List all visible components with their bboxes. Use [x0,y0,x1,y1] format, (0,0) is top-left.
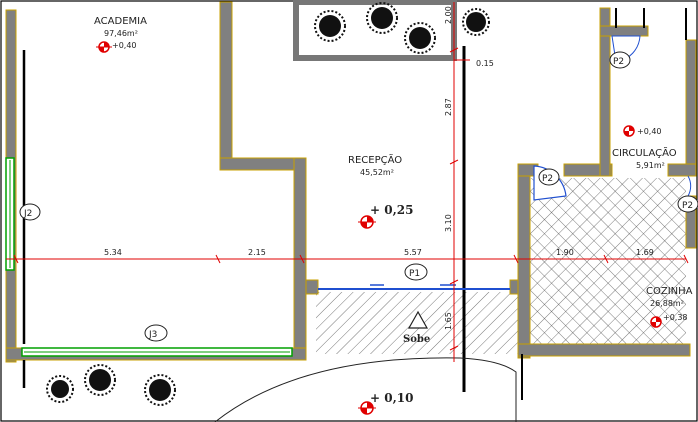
room-academia-name: ACADEMIA [94,16,147,27]
tag-p2-a: P2 [542,174,553,184]
level-circulacao: +0,40 [637,127,662,136]
room-circulacao-area: 5,91m² [636,161,665,170]
room-recepcao-name: RECEPÇÃO [348,153,402,166]
dim-2-00: 2.00 [444,6,453,24]
dim-5-57: 5.57 [404,248,422,257]
level-academia: +0,40 [112,41,137,50]
room-academia-area: 97,46m² [104,29,138,38]
tag-j2: J2 [23,209,32,219]
level-marker-recepcao [358,215,376,229]
shrub-icon [89,369,111,391]
shrub-icon [371,7,393,29]
level-marker-outdoor [358,401,376,415]
level-marker-circulacao [623,125,635,137]
shrub-icon [409,27,431,49]
dim-1-90: 1.90 [556,248,574,257]
walkway-arc [214,357,517,422]
ramp-arrow-icon [407,310,429,329]
dim-2-87: 2.87 [444,98,453,116]
shrub-icon [319,15,341,37]
level-cozinha: +0,38 [663,313,688,322]
dim-1-65: 1.65 [444,312,453,330]
kitchen-floor-hatch [530,178,686,344]
dim-2-15: 2.15 [248,248,266,257]
level-marker-academia [96,41,112,53]
tag-p1: P1 [409,269,420,279]
shrub-icon [466,12,486,32]
door-p2-swing-3 [687,175,692,197]
dimension-lines [6,2,689,362]
room-circulacao-name: CIRCULAÇÃO [612,146,677,159]
level-recepcao: + 0,25 [370,203,413,217]
level-marker-cozinha [650,316,662,328]
dim-5-34: 5.34 [104,248,122,257]
dim-3-10: 3.10 [444,214,453,232]
tag-p2-c: P2 [682,201,693,211]
shrub-icon [149,379,171,401]
dim-1-69: 1.69 [636,248,654,257]
shrub-icon-group [46,2,490,406]
tag-p2-b: P2 [613,57,624,67]
shrub-icon [51,380,69,398]
room-recepcao-area: 45,52m² [360,168,394,177]
room-cozinha-name: COZINHA [646,286,693,297]
ramp-label: Sobe [403,334,430,345]
tag-j3: J3 [148,330,157,340]
room-cozinha-area: 26,88m² [650,299,684,308]
dim-0-15: 0.15 [476,59,494,68]
level-outdoor: + 0,10 [370,391,413,405]
